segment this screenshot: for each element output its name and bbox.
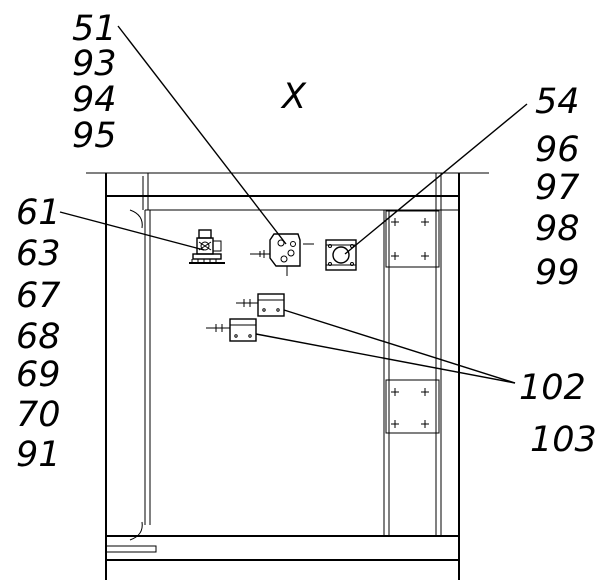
leader-line-102b — [255, 333, 516, 384]
callout-label: 95 — [72, 116, 117, 156]
sensor-bracket-component — [250, 233, 314, 276]
callout-label: 67 — [16, 276, 61, 316]
callout-label: 69 — [16, 355, 61, 395]
callout-label: 98 — [535, 209, 580, 249]
callout-group-left: 61 63 67 68 69 70 91 — [16, 193, 61, 475]
leader-line-61 — [59, 211, 205, 251]
view-label-x: X — [280, 77, 307, 117]
proximity-sensor-upper — [236, 293, 285, 317]
proximity-sensor-lower — [206, 318, 257, 342]
callout-label: 70 — [16, 395, 61, 435]
callout-label: 94 — [72, 80, 117, 120]
callout-label: 63 — [16, 234, 61, 274]
callout-label: 96 — [535, 130, 580, 170]
callout-label: 91 — [16, 435, 61, 475]
bottom-gusset — [129, 521, 143, 541]
mounting-plate-lower — [385, 379, 440, 434]
callout-label: 93 — [72, 44, 117, 84]
fitting-block-component — [325, 239, 357, 271]
callout-group-top-left: 51 93 94 95 — [72, 9, 117, 156]
callout-label: 51 — [72, 9, 117, 49]
callout-label: 68 — [16, 317, 61, 357]
cabinet-frame — [86, 172, 489, 580]
valve-component — [189, 229, 225, 264]
leader-lines — [59, 25, 528, 384]
leader-line-51 — [117, 25, 287, 245]
callout-label: 99 — [535, 253, 580, 293]
callout-label: 102 — [519, 368, 586, 408]
callout-label: 103 — [530, 420, 597, 460]
callout-label: 61 — [16, 193, 61, 233]
top-gusset — [129, 209, 143, 229]
bottom-plate — [105, 545, 157, 553]
callout-group-top-right: 54 96 97 98 99 — [535, 82, 580, 293]
callout-label: 54 — [535, 82, 580, 122]
callout-group-right-lower: 102 103 — [519, 368, 597, 460]
mounting-plate-upper — [385, 210, 440, 268]
leader-line-102a — [283, 309, 516, 384]
callout-label: 97 — [535, 168, 580, 208]
